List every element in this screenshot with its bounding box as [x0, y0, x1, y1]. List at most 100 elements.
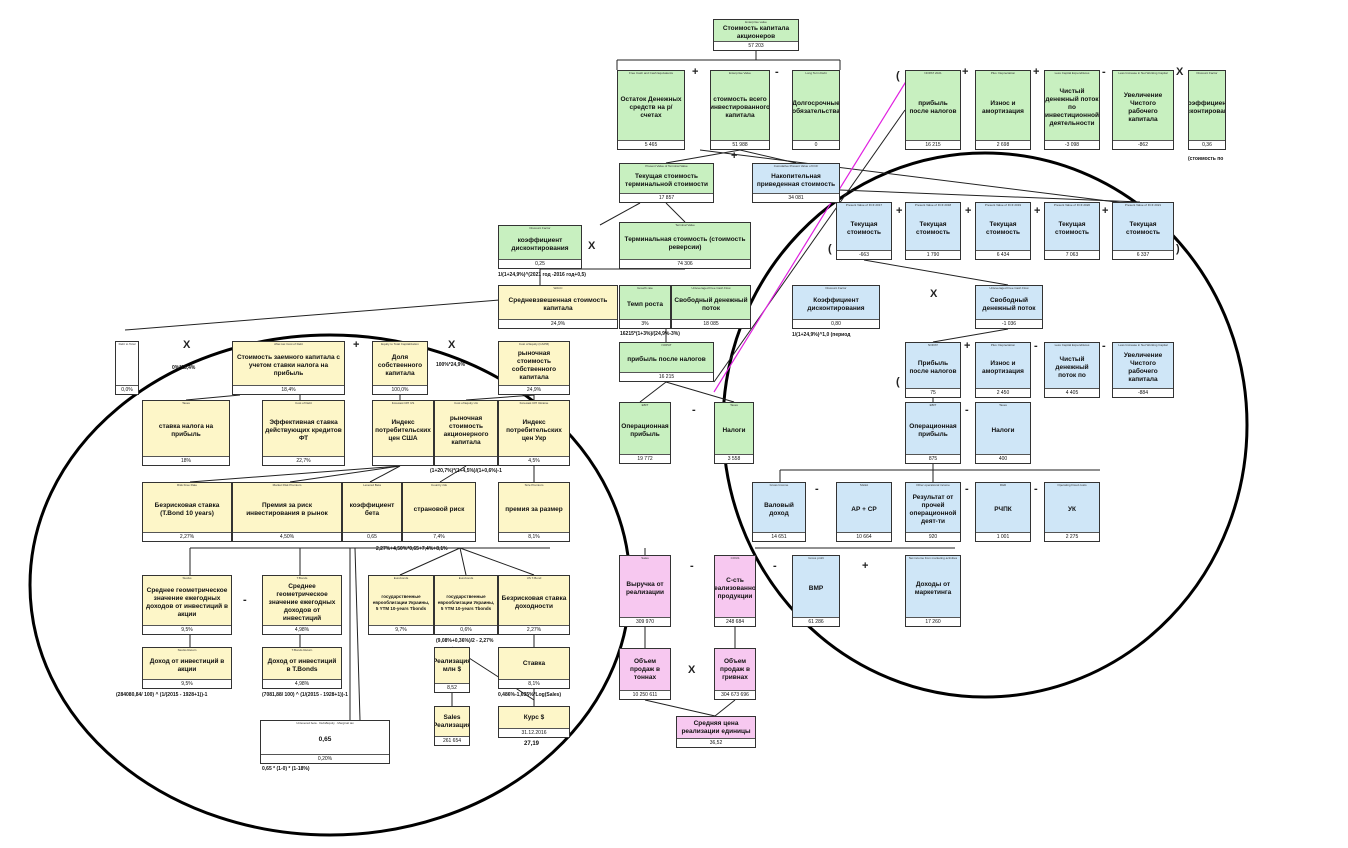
volume-uah-box: Объем продаж в гривнах 304 673 696	[714, 648, 756, 700]
op-minus-5: -	[773, 560, 777, 572]
risk-free-box: Risk Free Rate Безрисковая ставка (T.Bon…	[142, 482, 232, 542]
fcf-net-income-box: NOPAT 2021 прибыль после налогов 16 215	[905, 70, 961, 150]
stock-return-box: Stocks Среднее геометрическое значение е…	[142, 575, 232, 635]
tax-rate-box: Taxes ставка налога на прибыль 18%	[142, 400, 230, 466]
note-debt-weight: 0%*18,4%	[172, 365, 196, 371]
cogs-box: COGS С-сть реализованной продукции 248 6…	[714, 555, 756, 627]
paren-open-3: (	[896, 70, 900, 82]
cpi-us-box: Forecast CPI US Индекс потребительских ц…	[372, 400, 434, 466]
coef-mid-box: Discount Factor Коэффициент дисконтирова…	[792, 285, 880, 329]
revenue-usd-box: Реализация млн $ 8,52	[434, 647, 470, 693]
paren-open-1: (	[828, 243, 832, 255]
size-premium-box: Size Premium премия за размер 8,1%	[498, 482, 570, 542]
connector-28	[465, 394, 535, 401]
ebit-box: EBIT Операционная прибыль 19 772	[619, 402, 671, 464]
op-plus-7: +	[896, 205, 903, 217]
pv-box-3: Present Value of FCF 2019 Текущая стоимо…	[975, 202, 1031, 260]
op-minus-2: -	[692, 404, 696, 416]
op-minus-8: -	[1102, 340, 1106, 352]
connector-30	[189, 465, 401, 483]
connector-17	[863, 259, 1009, 286]
sales-box: Sales Реализация 261 654	[434, 706, 470, 746]
connector-52	[714, 699, 736, 717]
connector-41	[459, 547, 467, 576]
low-depreciation-box: Plus: Depreciation Износ и амортизация 2…	[975, 342, 1031, 398]
beta-calc-box: Unlevered beta · Debt/Equity · Marginal …	[260, 720, 390, 764]
connector-51	[644, 699, 716, 717]
note-beta-formula: 0,65 * (1-0) * (1-18%)	[262, 766, 310, 772]
cost-of-equity-box: Cost of Equity (CAPM) рыночная стоимость…	[498, 341, 570, 395]
uk-box: Operating Fixed costs УК 2 275	[1044, 482, 1100, 542]
op-times-6: X	[930, 288, 938, 300]
pv-box-5: Present Value of FCF 2021 Текущая стоимо…	[1112, 202, 1174, 260]
other-operating-box: Other operational income Результат от пр…	[905, 482, 961, 542]
volume-tons-box: Объем продаж в тоннах 10 250 611	[619, 648, 671, 700]
op-plus-10: +	[1102, 205, 1109, 217]
connector-31	[289, 465, 401, 483]
fcf-mid-box: Unleveraged Free Cash Flow Свободный ден…	[975, 285, 1043, 329]
equity-share-box: Equity to Total Capitalization Доля собс…	[372, 341, 428, 395]
op-times-5: X	[1176, 66, 1184, 78]
op-times-4: X	[688, 664, 696, 676]
discount-factor-box: Discount Factor коэффициент дисконтирова…	[498, 225, 582, 269]
op-plus-6: +	[1033, 66, 1040, 78]
connector-42	[459, 547, 535, 576]
note-capm-formula: 2,27%+4,50%*0,65+7,4%+8,1%	[376, 546, 448, 552]
effective-rate-box: Cost of Debt Эффективная ставка действую…	[262, 400, 345, 466]
op-times-3: X	[448, 339, 456, 351]
op-plus-5: +	[962, 66, 969, 78]
op-times-2: X	[183, 339, 191, 351]
enterprise-value-box: Enterprise Value стоимость всего инвести…	[710, 70, 770, 150]
op-minus-3: -	[243, 594, 247, 606]
revenue-box: Sales Выручка от реализации 309 970	[619, 555, 671, 627]
beta-box: Levered Beta коэффициент бета 0,65	[342, 482, 402, 542]
avg-price-box: Средняя цена реализации единицы 36,52	[676, 716, 756, 748]
magenta-connector	[713, 74, 911, 393]
fx-value: 27,19	[524, 741, 540, 747]
risk-free-2-box: US T-Bond Безрисковая ставка доходности …	[498, 575, 570, 635]
low-ebit-box: EBIT Операционная прибыль 875	[905, 402, 961, 464]
connector-33	[439, 465, 467, 483]
marketing-income-box: Net income from marketing activities Дох…	[905, 555, 961, 627]
net-income-box: NOPAT прибыль после налогов 16 215	[619, 342, 714, 382]
connector-40	[399, 547, 461, 576]
rate-box: Ставка 8,1%	[498, 647, 570, 689]
fx-rate-box: Курс $ 31.12.2016	[498, 706, 570, 738]
op-plus-8: +	[965, 205, 972, 217]
cost-of-debt-box: After-tax Cost of Debt Стоимость заемног…	[232, 341, 345, 395]
op-plus-3: +	[353, 339, 360, 351]
pv-box-4: Present Value of FCF 2020 Текущая стоимо…	[1044, 202, 1100, 260]
connector-14	[713, 109, 906, 383]
paren-close-1: )	[1176, 243, 1180, 255]
income-bonds-box: T.Bonds Return Доход от инвестиций в T.B…	[262, 647, 342, 689]
debt-share-box: Debt to Total Capitalization 0,0%	[115, 341, 139, 395]
connector-12	[639, 381, 667, 403]
connector-13	[665, 381, 735, 403]
op-plus-2: +	[731, 150, 738, 162]
low-working-capital-box: Less Increase in Net Working Capital Уве…	[1112, 342, 1174, 398]
connector-32	[369, 465, 401, 483]
op-minus-4: -	[690, 560, 694, 572]
note-discount-formula: 1/(1+24,9%)^(2021 год -2016 год+0,5)	[498, 272, 586, 278]
low-capex-box: Less Capital Expenditures Чистый денежны…	[1044, 342, 1100, 398]
note-right-top: (стоимость по	[1188, 156, 1224, 162]
note-equity-weight: 100%*24,9%	[436, 362, 465, 368]
market-cost-equity-box: Cost of Equity UA рыночная стоимость акц…	[434, 400, 498, 466]
gross-income-box: Gross Income Валовый доход 14 651	[752, 482, 806, 542]
op-minus-9: -	[965, 404, 969, 416]
tv-present-value-box: Present Value of Terminal Value Текущая …	[619, 163, 714, 203]
op-minus-6: -	[1102, 66, 1106, 78]
fcf-depreciation-box: Plus: Depreciation Износ и амортизация 2…	[975, 70, 1031, 150]
note-bond-formula: (7081,88/ 100) ^ (1/(2015 - 1928+1))-1	[262, 692, 348, 698]
equity-value-box: Enterprise value Стоимость капитала акци…	[713, 19, 799, 51]
country-risk-box: Country risk страновой риск 7,4%	[402, 482, 476, 542]
op-minus-12: -	[1034, 483, 1038, 495]
low-taxes-box: Taxes Налоги 400	[975, 402, 1031, 464]
ua-bonds-box: Eurobonds государственные еврооблигации …	[368, 575, 434, 635]
fcf-capex-box: Less Capital Expenditures Чистый денежны…	[1044, 70, 1100, 150]
taxes-box: Taxes Налоги 3 558	[714, 402, 754, 464]
growth-rate-box: Growth rate Темп роста 3%	[619, 285, 671, 329]
rpbk-box: R&D РЧПК 1 001	[975, 482, 1031, 542]
note-stock-formula: (284080,84/ 100) ^ (1/(2015 - 1928+1))-1	[116, 692, 208, 698]
